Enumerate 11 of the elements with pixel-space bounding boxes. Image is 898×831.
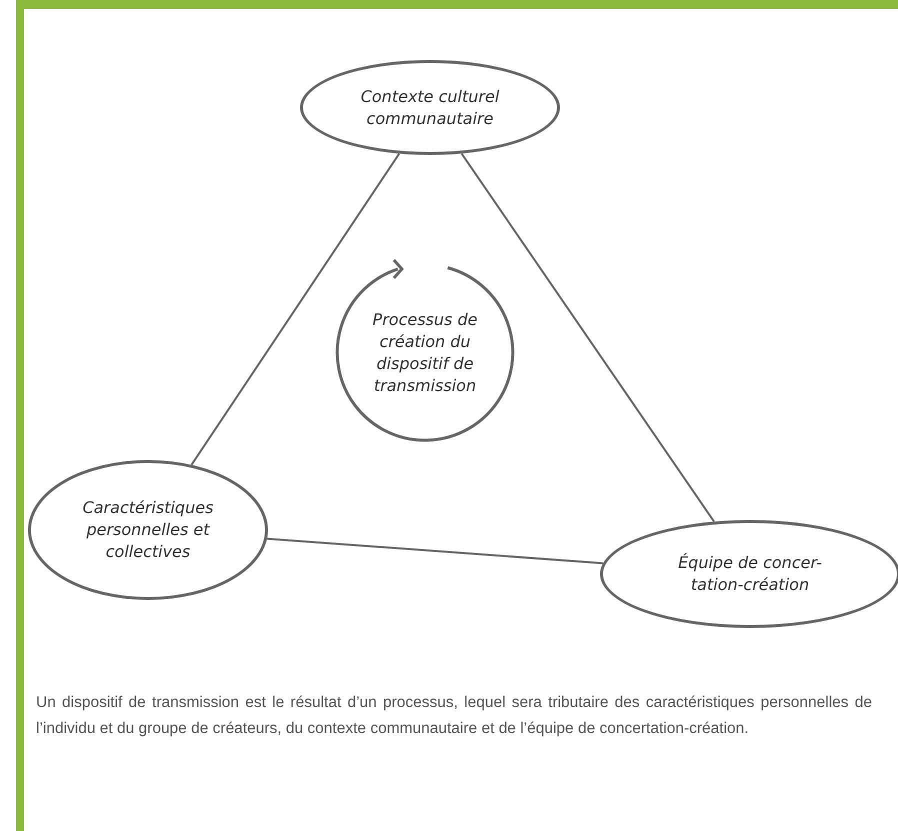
- connector-line: [190, 153, 400, 466]
- ellipse-node: [300, 60, 560, 155]
- node-text: Caractéristiques personnelles et collectives: [82, 497, 214, 563]
- caption: Un dispositif de transmission est le résultat d’un processus, lequel sera tributaire des caractéristiques personnelles de l’individu et du groupe de créateurs, du contexte communautaire et de l’équipe de concertation-création.: [36, 693, 872, 739]
- node-text: Contexte culturel communautaire: [360, 86, 500, 130]
- ellipse-node: [28, 460, 268, 600]
- connector-line: [460, 153, 715, 522]
- node-text: Processus de création du dispositif de transmission: [372, 308, 478, 396]
- ellipse-node: [600, 520, 898, 628]
- connector-line: [267, 538, 604, 564]
- node-text: Équipe de concer- tation-création: [677, 552, 823, 596]
